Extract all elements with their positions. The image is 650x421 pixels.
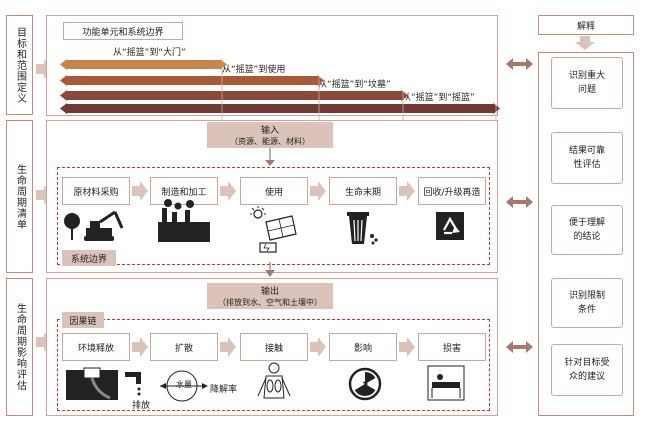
bar-label-cradle-use: 从“摇篮”到使用 — [222, 65, 286, 75]
trash-can-icon — [347, 212, 378, 245]
factory-icon — [158, 199, 210, 242]
bar-cradle-use — [66, 76, 318, 85]
tab-impact: 生命周期影响评估 — [6, 278, 33, 416]
input-box: 输入 （资源、能源、材料） — [207, 122, 333, 148]
tab-inventory: 生命周期清单 — [6, 120, 33, 273]
stage-raw-material: 原材料采购 — [62, 177, 130, 205]
stage-contact: 接触 — [240, 333, 308, 361]
interp-item-issues: 识别重大问题 — [551, 57, 623, 109]
recycle-icon — [436, 212, 464, 240]
interpretation-title: 解释 — [538, 15, 634, 35]
tab-goal-scope: 目标和范围定义 — [6, 15, 33, 115]
interp-item-recommendations: 针对目标受众的建议 — [551, 344, 623, 396]
interp-item-conclusions: 便于理解的结论 — [551, 205, 623, 255]
degradation-label: 降解率 — [210, 385, 238, 395]
system-boundary-label: 系统边界 — [62, 250, 116, 266]
stage-manufacturing: 制造和加工 — [150, 177, 218, 205]
stage-damage: 损害 — [418, 333, 486, 361]
pipe-discharge-icon — [66, 367, 118, 400]
stage-diffusion: 扩散 — [150, 333, 218, 361]
stage-env-release: 环境释放 — [62, 333, 130, 361]
interp-item-limitations: 识别限制条件 — [551, 278, 623, 328]
bar-label-cradle-cradle: 从“摇篮”到“摇篮” — [402, 93, 475, 103]
bar-cradle-gate — [66, 60, 221, 69]
stage-recycling: 回收/升级再造 — [418, 177, 486, 205]
emission-label: 排放 — [132, 401, 151, 411]
radiation-icon — [348, 367, 382, 401]
cause-chain-label: 因果链 — [62, 312, 104, 328]
bar-label-cradle-grave: 从“摇篮”到“坟墓” — [318, 80, 391, 90]
interp-item-reliability: 结果可靠性评估 — [551, 132, 623, 184]
human-body-icon — [257, 362, 291, 399]
interpretation-panel — [538, 52, 634, 416]
stage-end-of-life: 生命末期 — [329, 177, 397, 205]
faucet-icon — [125, 372, 141, 396]
water-volume-label: 水量 — [176, 380, 192, 389]
solar-panel-icon — [250, 206, 297, 253]
water-volume-icon — [160, 370, 208, 402]
bar-cradle-grave — [66, 91, 402, 100]
functional-unit-title: 功能单元和系统边界 — [63, 22, 183, 40]
cause-chain-box — [57, 319, 490, 411]
excavator-icon — [64, 210, 124, 241]
hospital-bed-icon — [427, 365, 465, 401]
stage-use: 使用 — [240, 177, 308, 205]
bar-label-cradle-gate: 从“摇篮”到“大门” — [113, 48, 186, 58]
bar-cradle-cradle — [66, 104, 494, 113]
stage-impact: 影响 — [329, 333, 397, 361]
system-boundary-box — [57, 167, 490, 265]
output-box: 输出 （排放到水、空气和土壤中） — [207, 283, 333, 309]
